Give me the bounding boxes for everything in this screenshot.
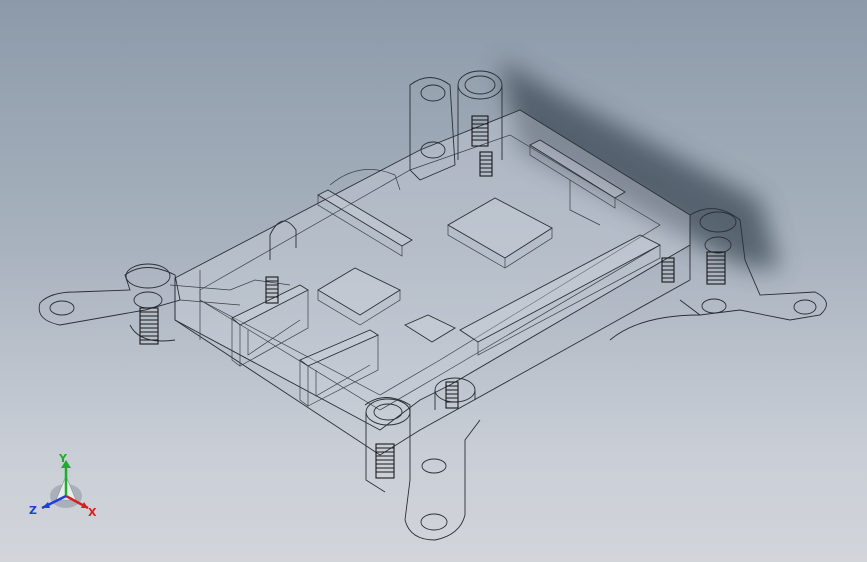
model-shadow	[500, 60, 780, 270]
screw-top-right	[479, 151, 493, 177]
z-axis-head	[42, 502, 50, 508]
y-axis-head	[61, 460, 71, 468]
orientation-triad[interactable]: Y X Z	[26, 448, 106, 528]
screw-right	[706, 251, 726, 285]
x-axis-label: X	[88, 506, 97, 519]
threaded-inserts	[139, 115, 726, 479]
screw-right-inner	[661, 257, 675, 283]
z-axis-label: Z	[29, 504, 37, 517]
bracket-frame	[38, 70, 827, 541]
screw-bottom-inner	[445, 381, 459, 409]
x-axis-head	[81, 502, 88, 508]
screw-top-left	[471, 115, 489, 147]
y-axis-label: Y	[58, 452, 68, 465]
screw-left	[139, 307, 159, 345]
screw-left-inner	[265, 276, 279, 304]
screw-bottom	[375, 443, 395, 479]
internal-features	[169, 139, 661, 407]
